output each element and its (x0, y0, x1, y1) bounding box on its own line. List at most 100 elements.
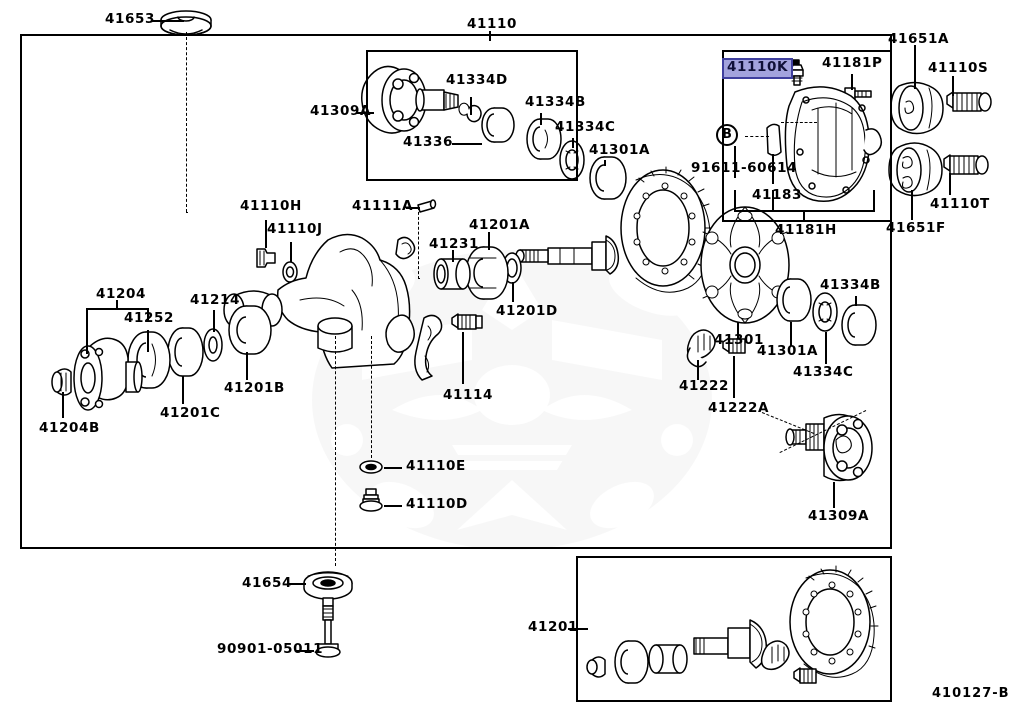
label-41114: 41114 (443, 387, 493, 403)
leader-41111A (406, 207, 420, 209)
label-41252: 41252 (124, 310, 174, 326)
label-41651A: 41651A (888, 31, 950, 47)
label-41111A: 41111A (352, 198, 414, 214)
label-41183: 41183 (752, 187, 802, 203)
art-41651F (888, 142, 943, 197)
label-41334B-right: 41334B (820, 277, 881, 293)
art-41654 (303, 571, 353, 600)
art-41110S (946, 91, 992, 112)
leader-41334D (470, 97, 472, 115)
leader-41653-dash2 (186, 212, 188, 213)
bracket-41204-left (86, 308, 88, 354)
label-41204: 41204 (96, 286, 146, 302)
leader-41181H-stem (803, 210, 805, 220)
leader-41653-dash (186, 32, 187, 212)
leader-41252 (147, 330, 149, 352)
leader-41653 (152, 20, 184, 22)
leader-41301 (737, 322, 739, 338)
label-41309A-inset: 41309A (310, 103, 372, 119)
leader-41334B-top (540, 113, 542, 125)
label-41110J: 41110J (267, 221, 323, 237)
label-41334D: 41334D (446, 72, 508, 88)
leader-41183-v (772, 154, 774, 184)
leader-41651F (911, 190, 913, 220)
label-41110: 41110 (467, 16, 517, 32)
leader-41111A-dash2 (418, 278, 420, 279)
label-41110D: 41110D (406, 496, 468, 512)
leader-41110H (265, 220, 267, 248)
inset-frame-41201 (576, 556, 892, 702)
label-41181H: 41181H (775, 222, 837, 238)
leader-41231 (452, 250, 454, 262)
label-41231: 41231 (429, 236, 479, 252)
leader-housing-dash-a (335, 336, 336, 566)
leader-41201B (246, 352, 248, 380)
leader-41204B (62, 392, 64, 418)
leader-41214 (213, 310, 215, 332)
main-diagram-frame (20, 34, 892, 549)
leader-41204-stem (116, 300, 118, 309)
leader-41201C (182, 376, 184, 404)
leader-41114 (462, 332, 464, 384)
label-41201-inset: 41201 (528, 619, 578, 635)
label-41110H: 41110H (240, 198, 302, 214)
bracket-41183-stem (772, 190, 774, 210)
label-41301A-bot: 41301A (757, 343, 819, 359)
label-41201D: 41201D (496, 303, 558, 319)
leader-41222A (733, 356, 735, 398)
leader-41110 (489, 31, 491, 41)
leader-41301A-bot (790, 322, 792, 346)
label-41301A-top: 41301A (589, 142, 651, 158)
label-41334C-right: 41334C (793, 364, 854, 380)
leader-41334B-right (855, 296, 857, 306)
leader-41301A-top (604, 160, 606, 166)
leader-41309A-right (833, 482, 835, 508)
leader-41110E (384, 467, 402, 469)
leader-41110S (952, 76, 954, 96)
label-41110K-highlighted[interactable]: 41110K (722, 58, 794, 79)
leader-41181P (851, 74, 853, 90)
leader-41110T (949, 173, 951, 195)
label-41654: 41654 (242, 575, 292, 591)
leader-41654 (288, 583, 306, 585)
label-41653: 41653 (105, 11, 155, 27)
label-91611-60614: 91611-60614 (691, 160, 798, 176)
drawing-id: 410127-B (932, 686, 1010, 701)
bracket-41204-right (147, 308, 149, 322)
leader-41110J (290, 242, 292, 262)
label-90901-05011: 90901-05011 (217, 641, 324, 657)
label-41214: 41214 (190, 292, 240, 308)
label-41201C: 41201C (160, 405, 221, 421)
callout-b-circle: B (716, 124, 738, 146)
leader-B-dash (745, 136, 769, 137)
label-41181P: 41181P (822, 55, 883, 71)
label-41204B: 41204B (39, 420, 100, 436)
leader-41309A-inset (356, 112, 374, 114)
label-41110T: 41110T (930, 196, 990, 212)
leader-41201D (512, 282, 514, 302)
label-41222A: 41222A (708, 400, 770, 416)
art-41110T (943, 154, 989, 175)
leader-41201A (488, 232, 490, 250)
leader-41111A-dash (418, 207, 419, 279)
leader-41183-dash (781, 122, 817, 123)
label-41201A: 41201A (469, 217, 531, 233)
label-41336: 41336 (403, 134, 453, 150)
label-41110S: 41110S (928, 60, 989, 76)
leader-41651A (914, 45, 916, 89)
leader-41110D (384, 505, 402, 507)
label-41222: 41222 (679, 378, 729, 394)
label-41334B-top: 41334B (525, 94, 586, 110)
leader-91611-v (734, 146, 736, 178)
label-41334C-top: 41334C (555, 119, 616, 135)
leader-41334C-right (825, 332, 827, 364)
leader-41222 (697, 360, 699, 380)
label-41651F: 41651F (886, 220, 946, 236)
inset-frame-41309A (366, 50, 578, 181)
bracket-41181H-right (873, 190, 875, 212)
label-41110E: 41110E (406, 458, 466, 474)
leader-41336 (452, 143, 482, 145)
label-41201B: 41201B (224, 380, 285, 396)
label-41309A-right: 41309A (808, 508, 870, 524)
